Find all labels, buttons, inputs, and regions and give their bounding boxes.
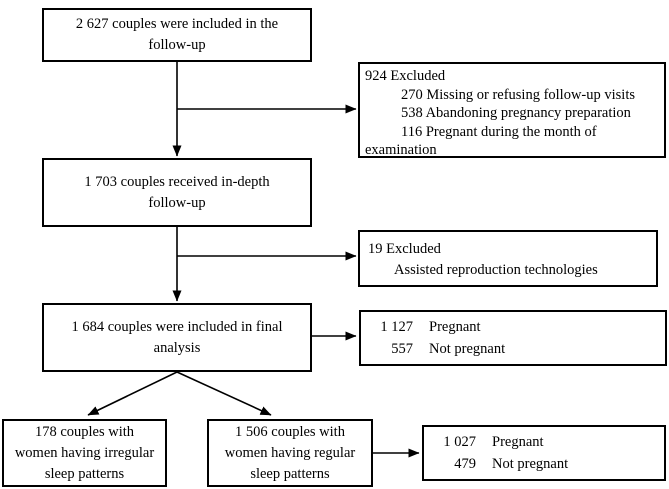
arrow-final-to-regular — [176, 371, 272, 416]
box-line: 2 627 couples were included in the — [75, 16, 279, 32]
box-line: follow-up — [148, 37, 206, 53]
box-line: 1 684 couples were included in final — [71, 318, 283, 335]
box-excluded-19: 19 Excluded Assisted reproduction techno… — [358, 230, 658, 287]
outcome-count: 557 — [391, 341, 413, 357]
outcome-count: 1 027 — [443, 434, 476, 450]
outcome-label: Not pregnant — [492, 456, 569, 472]
outcome-count: 479 — [454, 456, 476, 472]
excluded-header: 19 Excluded — [368, 241, 441, 257]
excluded-header: 924 Excluded — [365, 68, 446, 84]
box-regular-sleep: 1 506 couples with women having regular … — [207, 419, 373, 487]
box-line: 1 506 couples with — [235, 423, 345, 440]
box-line: 1 703 couples received in-depth — [84, 173, 270, 190]
box-indepth-followup: 1 703 couples received in-depth follow-u… — [42, 158, 312, 227]
box-line: sleep patterns — [250, 465, 330, 482]
outcome-label: Pregnant — [492, 434, 544, 450]
outcome-row: 1 127 Pregnant — [369, 316, 665, 338]
box-final-analysis: 1 684 couples were included in final ana… — [42, 303, 312, 372]
box-outcomes-1506: 1 027 Pregnant 479 Not pregnant — [422, 425, 666, 481]
excluded-item: Assisted reproduction technologies — [394, 262, 598, 278]
box-line: women having irregular — [14, 444, 155, 461]
outcome-label: Not pregnant — [429, 341, 506, 357]
outcome-row: 1 027 Pregnant — [432, 431, 664, 453]
excluded-item: 116 Pregnant during the month of — [401, 123, 597, 140]
box-line: women having regular — [224, 444, 356, 461]
box-line: follow-up — [148, 194, 206, 211]
outcome-row: 557 Not pregnant — [369, 338, 665, 360]
outcome-count: 1 127 — [380, 319, 413, 335]
excluded-item-continuation: examination — [365, 142, 437, 159]
arrow-final-to-irregular — [87, 371, 178, 416]
outcome-label: Pregnant — [429, 319, 481, 335]
box-line: analysis — [153, 339, 201, 356]
box-excluded-924: 924 Excluded 270 Missing or refusing fol… — [358, 62, 666, 158]
box-followup-total: 2 627 couples were included in the follo… — [42, 8, 312, 62]
box-line: sleep patterns — [44, 465, 125, 482]
outcome-row: 479 Not pregnant — [432, 453, 664, 475]
excluded-item: 270 Missing or refusing follow-up visits — [401, 86, 636, 103]
box-irregular-sleep: 178 couples with women having irregular … — [2, 419, 167, 487]
box-line: 178 couples with — [34, 423, 135, 440]
excluded-item: 538 Abandoning pregnancy preparation — [401, 105, 631, 122]
box-outcomes-1684: 1 127 Pregnant 557 Not pregnant — [359, 310, 667, 366]
